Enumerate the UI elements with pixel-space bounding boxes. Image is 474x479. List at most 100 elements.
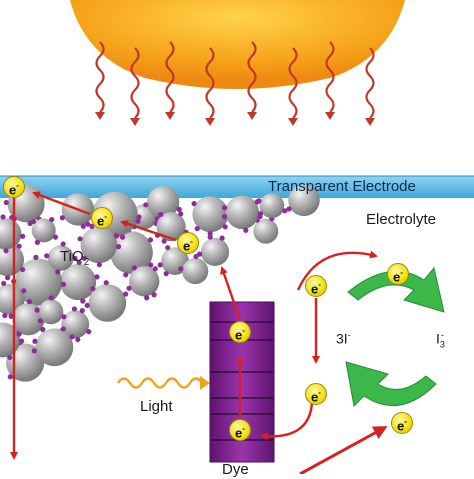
dye-molecule-dot <box>207 234 213 240</box>
dye-molecule-dot <box>103 280 109 286</box>
dye-molecule-dot <box>3 248 9 254</box>
dye-molecule-dot <box>147 237 154 243</box>
photon-waves <box>95 41 375 126</box>
transport-arrow-2 <box>32 191 91 216</box>
dye-molecule-dot <box>71 306 78 312</box>
tio2-particle <box>48 245 74 271</box>
electron-icon: e- <box>3 176 25 198</box>
dye-molecule-dot <box>30 218 37 225</box>
dye-molecule-dot <box>1 280 7 287</box>
electron-icon: e- <box>305 275 327 297</box>
dye-molecule-dot <box>79 308 85 314</box>
dye-molecule-dot <box>135 218 141 224</box>
dye-molecule-dot <box>0 214 6 220</box>
tio2-particle <box>80 226 118 264</box>
photon-wave-icon <box>165 41 175 113</box>
dye-molecule-dot <box>3 199 9 206</box>
tio2-particle <box>200 237 230 266</box>
tio2-particle <box>0 218 22 250</box>
photon-wave-icon <box>288 47 298 119</box>
dye-molecule-dot <box>48 295 54 301</box>
dye-molecule-dot <box>123 291 129 297</box>
photon-wave-icon <box>95 41 105 113</box>
tio2-particle <box>147 186 180 219</box>
dye-molecule-dot <box>84 302 90 309</box>
regeneration-arrow <box>260 401 314 441</box>
dye-molecule-dot <box>131 265 137 271</box>
iodide-label-sup: - <box>347 330 351 340</box>
dye-molecule-dot <box>119 234 126 240</box>
dye-molecule-dot <box>161 238 167 244</box>
tio2-label: TiO2 <box>60 248 89 268</box>
tio2-particle <box>156 212 186 242</box>
dye-molecule-dot <box>96 262 103 268</box>
dye-molecule-dot <box>163 271 169 277</box>
electron-icon: e- <box>229 321 251 343</box>
tio2-particle <box>129 266 160 297</box>
light-wave <box>117 377 203 389</box>
tio2-particles <box>0 184 320 382</box>
dye-molecule-dot <box>157 262 163 268</box>
iodide-label-main: 3I <box>336 330 348 347</box>
tio2-particle <box>259 193 285 219</box>
tio2-particle <box>253 218 279 244</box>
photon-wave-icon <box>205 47 215 119</box>
dye-molecule-dot <box>60 281 67 287</box>
electron-icon: e- <box>177 232 199 254</box>
dye-molecule-dot <box>243 227 249 233</box>
dye-molecule-dot <box>85 221 91 227</box>
dye-molecule-dot <box>33 254 39 260</box>
tio2-particle <box>88 284 127 322</box>
dye-molecule-dot <box>90 286 96 292</box>
redox-arrow-top <box>347 266 445 313</box>
dye-molecule-dot <box>222 224 228 230</box>
electron-icon: e- <box>305 383 327 405</box>
dye-molecule-dot <box>286 206 292 212</box>
electron-icon: e- <box>229 419 251 441</box>
dye-molecule-dot <box>16 243 22 249</box>
dye-molecule-dot <box>60 241 66 247</box>
redox-arrow-bottom <box>345 361 437 408</box>
sun-icon <box>70 0 405 89</box>
tio2-particle <box>61 310 90 339</box>
dye-label: Dye <box>222 461 249 478</box>
tio2-particle <box>59 263 97 301</box>
photon-arrowhead <box>247 112 257 120</box>
tio2-label-sub: 2 <box>83 257 90 268</box>
triiodide-label-main: I <box>436 330 440 347</box>
dye-molecule-dot <box>158 211 164 218</box>
dye-molecule-dot <box>152 266 158 272</box>
photon-arrowhead <box>165 112 175 120</box>
photon-wave-icon <box>365 47 375 119</box>
dye-molecule-dot <box>193 253 199 260</box>
dye-molecule-dot <box>178 211 184 217</box>
electron-icon: e- <box>391 412 413 434</box>
dye-molecule-dot <box>61 314 67 320</box>
dye-molecule-dot <box>282 208 288 214</box>
electrolyte-arrow-top <box>296 250 378 291</box>
dye-molecule-dot <box>136 214 142 220</box>
dye-molecule-dot <box>69 334 75 340</box>
tio2-particle <box>192 196 229 233</box>
triiodide-label-sub: 3 <box>439 339 445 350</box>
dye-molecule-dot <box>40 326 46 333</box>
dye-molecule-dot <box>194 225 200 232</box>
triiodide-label: I3- <box>436 330 445 350</box>
dye-molecule-dot <box>123 272 129 278</box>
dye-molecule-dot <box>165 245 171 251</box>
dye-molecule-dot <box>221 205 228 211</box>
dye-molecule-dot <box>221 213 228 220</box>
photon-wave-icon <box>325 41 335 113</box>
dye-molecule-dot <box>256 198 262 204</box>
dye-molecule-dot <box>52 234 59 240</box>
dye-molecule-dot <box>80 298 86 304</box>
photon-arrowhead <box>205 118 215 126</box>
dye-molecule-dot <box>34 307 40 313</box>
photon-arrowhead <box>325 112 335 120</box>
photon-arrowhead <box>365 118 375 126</box>
dye-molecule-dot <box>44 253 50 259</box>
dye-molecule-dot <box>77 236 83 242</box>
iodide-label: 3I- <box>336 330 351 347</box>
